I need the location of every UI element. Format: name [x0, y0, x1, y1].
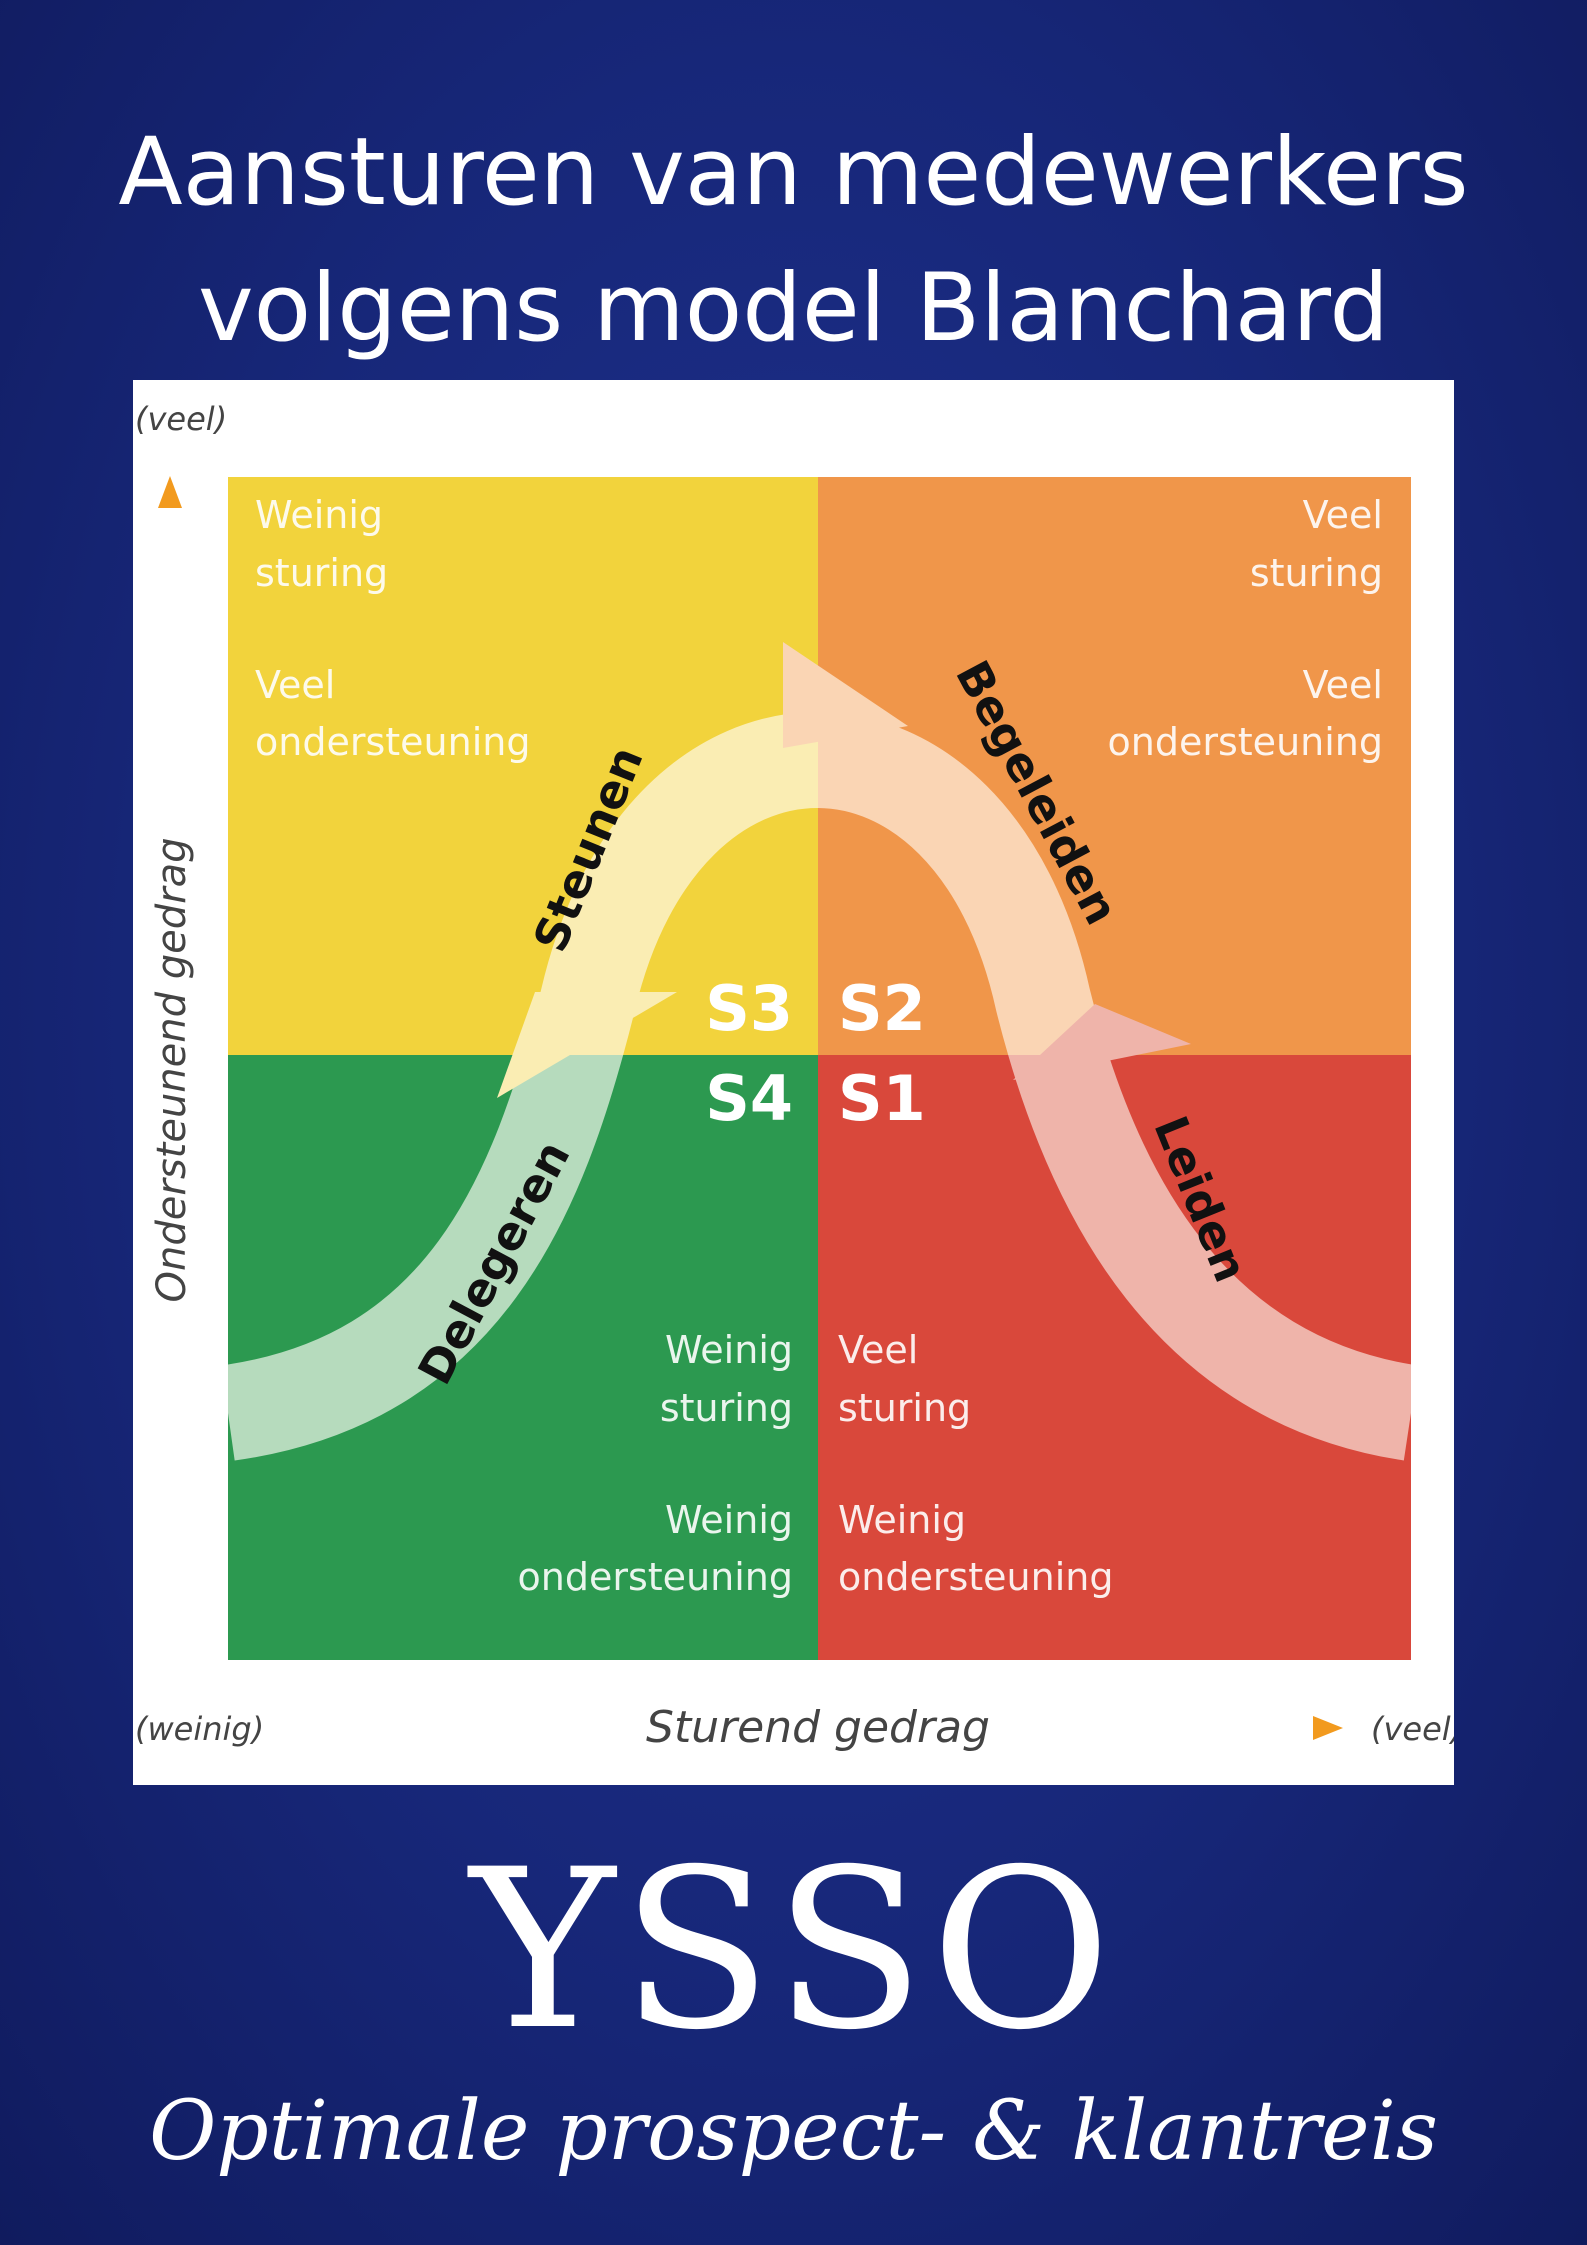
- code-s3: S3: [705, 972, 793, 1045]
- s4-line3: Weinig: [665, 1498, 793, 1542]
- y-axis-label: Ondersteunend gedrag: [149, 838, 195, 1303]
- s2-line1: Veel: [1303, 493, 1383, 537]
- chevron-begeleiden: [783, 642, 908, 748]
- y-axis-top-label: (veel): [135, 400, 227, 438]
- s2-line3: Veel: [1303, 663, 1383, 707]
- s4-line1: Weinig: [665, 1328, 793, 1372]
- s3-line4: ondersteuning: [255, 720, 530, 764]
- page-title: Aansturen van medewerkers volgens model …: [0, 105, 1587, 377]
- s4-line4: ondersteuning: [518, 1555, 793, 1599]
- s3-line2: sturing: [255, 551, 388, 595]
- chevron-leiden: [1013, 1004, 1191, 1080]
- chevron-steunen: [497, 992, 677, 1098]
- s1-line3: Weinig: [838, 1498, 966, 1542]
- blanchard-diagram: Steunen Begeleiden Delegeren Leiden Wein…: [135, 400, 1454, 1753]
- tagline: Optimale prospect- & klantreis: [149, 2084, 1438, 2179]
- x-axis-right-label: (veel): [1371, 1710, 1454, 1748]
- s4-line2: sturing: [660, 1386, 793, 1430]
- title-line-1: Aansturen van medewerkers: [118, 118, 1469, 227]
- s2-line2: sturing: [1250, 551, 1383, 595]
- x-axis-label: Sturend gedrag: [646, 1702, 990, 1753]
- code-s1: S1: [838, 1062, 926, 1135]
- ysso-logo: YSSO: [469, 1822, 1118, 2078]
- situational-leadership-curve: [228, 642, 1411, 1461]
- s1-line2: sturing: [838, 1386, 971, 1430]
- title-line-2: volgens model Blanchard: [197, 254, 1390, 363]
- s3-line3: Veel: [255, 663, 335, 707]
- blanchard-diagram-card: Steunen Begeleiden Delegeren Leiden Wein…: [133, 380, 1454, 1785]
- y-axis-arrow: [158, 476, 182, 1658]
- s1-line4: ondersteuning: [838, 1555, 1113, 1599]
- s1-line1: Veel: [838, 1328, 918, 1372]
- s3-line1: Weinig: [255, 493, 383, 537]
- code-s4: S4: [705, 1062, 793, 1135]
- x-axis-left-label: (weinig): [135, 1710, 264, 1748]
- code-s2: S2: [838, 972, 926, 1045]
- x-axis-arrow: [293, 1716, 1343, 1740]
- s2-line4: ondersteuning: [1108, 720, 1383, 764]
